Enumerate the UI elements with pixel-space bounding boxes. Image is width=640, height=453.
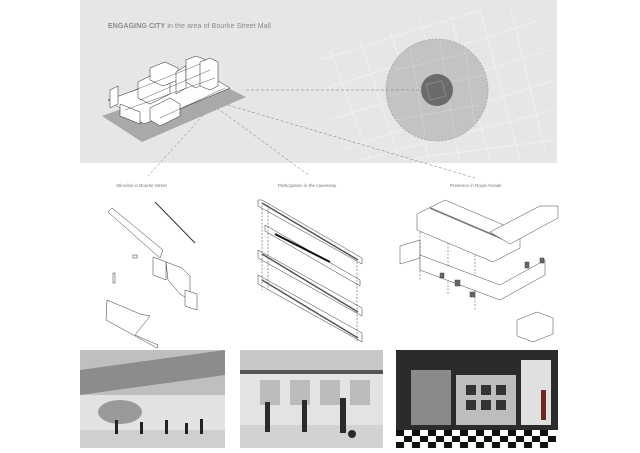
title-emphasis: ENGAGING CITY [108,23,166,30]
caption-stimulus: Stimulus in Bourke Street [116,183,167,188]
site-circle [421,74,453,106]
royal-arcade-render [396,350,558,448]
caption-participation: Participation in the causeway [278,183,337,188]
stimulus-exploded-axonometric [105,201,198,349]
causeway-render [240,350,383,448]
massing-model [102,55,246,142]
bourke-street-render [80,350,225,448]
arcade-exploded-axonometric [399,199,559,343]
board-title: ENGAGING CITY in the area of Bourke Stre… [108,23,271,30]
caption-presence: Presence in Royal Arcade [450,183,502,188]
title-rest: in the area of Bourke Street Mall [165,23,272,30]
causeway-exploded-axonometric [257,199,363,343]
